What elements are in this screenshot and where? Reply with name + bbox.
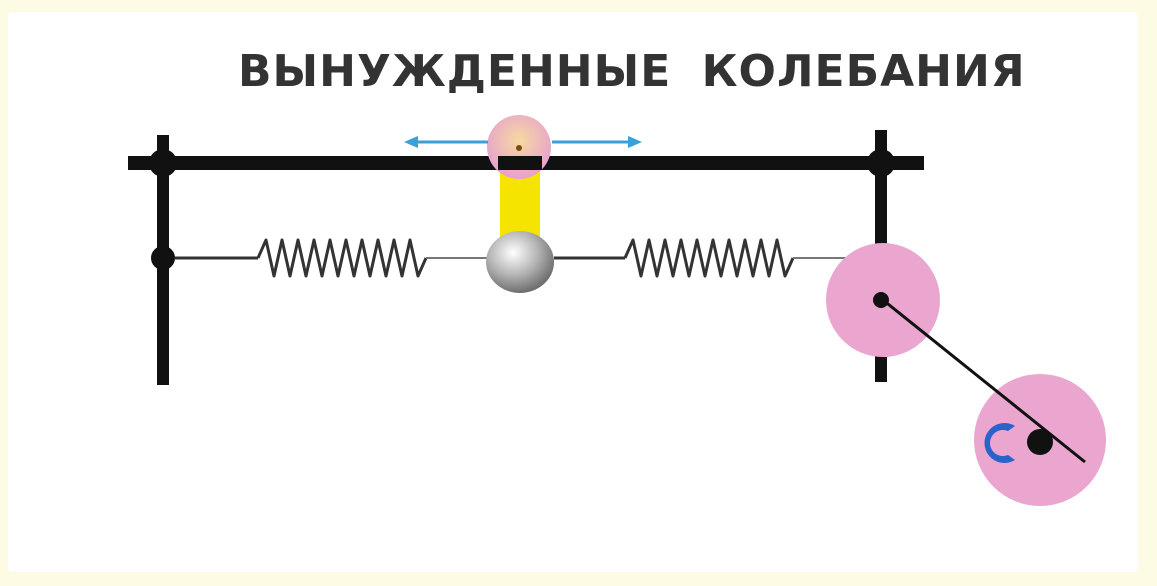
left-spring-joint bbox=[151, 246, 175, 270]
diagram-title: ВЫНУЖДЕННЫЕ КОЛЕБАНИЯ bbox=[238, 46, 1026, 97]
left-top-joint bbox=[149, 149, 177, 177]
upper-wheel-axle bbox=[873, 292, 889, 308]
lower-wheel-mark-icon bbox=[984, 423, 1015, 464]
crank-rod bbox=[882, 298, 1086, 464]
ball bbox=[486, 231, 554, 293]
diagram-panel bbox=[8, 12, 1138, 572]
right-top-joint bbox=[867, 149, 895, 177]
rail-under-cap bbox=[498, 156, 542, 170]
lower-wheel-axle bbox=[1027, 429, 1053, 455]
left-spring bbox=[256, 238, 428, 278]
left-arrow-icon bbox=[404, 136, 488, 148]
slider-pin bbox=[516, 145, 522, 151]
right-spring bbox=[623, 238, 795, 278]
right-arrow-icon bbox=[552, 136, 642, 148]
